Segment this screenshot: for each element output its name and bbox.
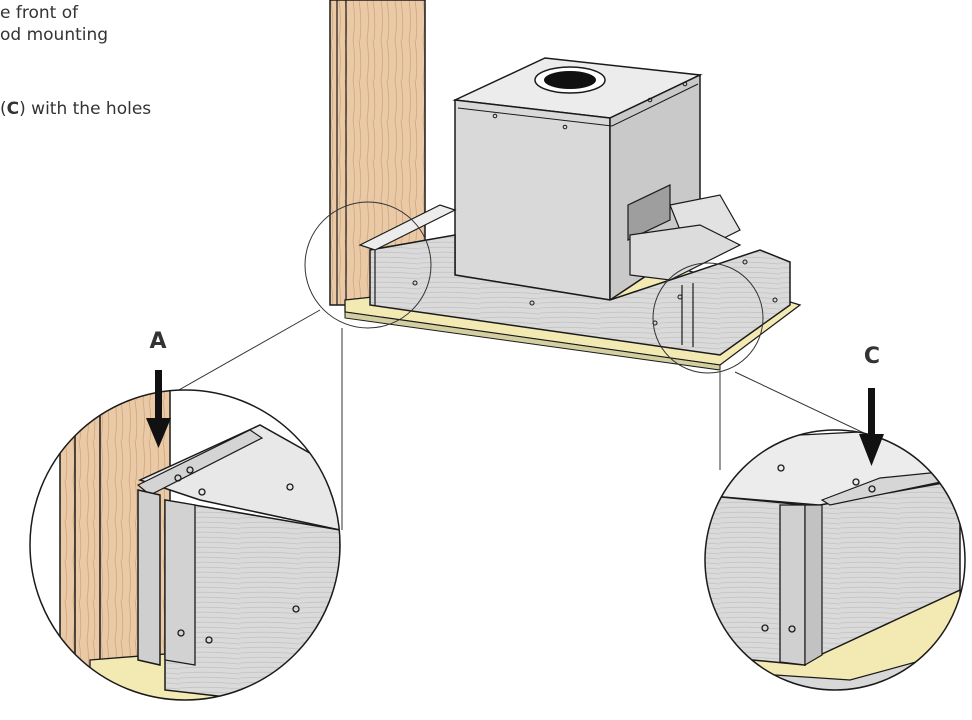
instruction-text: e front of od mounting (C) with the hole… — [0, 0, 300, 150]
callout-label-a: A — [149, 329, 166, 354]
instruction-line-3: (C) with the holes — [0, 98, 151, 120]
arrow-a — [146, 370, 171, 448]
instruction-line-1: e front of — [0, 3, 79, 23]
leader-line-left-1 — [169, 309, 321, 396]
motor-block — [627, 184, 742, 281]
detail-c-border — [704, 429, 966, 691]
instruction-line-3-suffix: ) with the holes — [19, 99, 152, 119]
instruction-line-3-prefix: ( — [0, 99, 7, 119]
detail-circle-right — [652, 262, 764, 374]
detail-view-c: C — [704, 344, 966, 691]
front-panel — [358, 204, 791, 356]
main-assembly — [169, 0, 901, 530]
callout-label-c: C — [864, 344, 880, 369]
detail-circle-left — [304, 201, 432, 329]
detail-a-border — [29, 389, 341, 701]
arrow-c — [859, 388, 884, 466]
instruction-line-3-bold: C — [6, 99, 20, 119]
instruction-line-2: od mounting — [0, 25, 109, 45]
